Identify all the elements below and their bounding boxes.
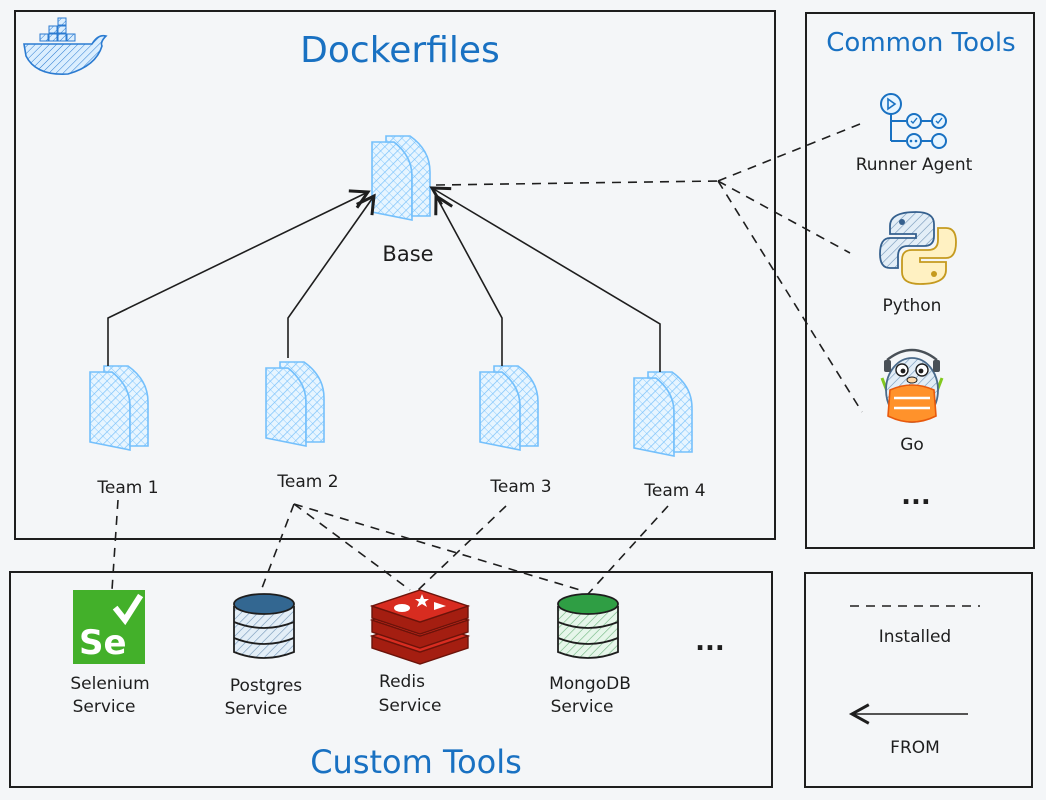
installed-line-team2-postgres xyxy=(261,503,295,589)
from-arrow-team1 xyxy=(107,189,371,366)
common-tools-panel xyxy=(805,12,1035,549)
team1-label: Team 1 xyxy=(96,478,158,498)
legend-panel xyxy=(804,572,1033,788)
from-arrow-team2 xyxy=(287,193,376,358)
dockerfiles-panel xyxy=(14,10,776,540)
custom-tools-more: ... xyxy=(695,627,725,657)
runner-agent-label: Runner Agent xyxy=(856,155,973,175)
go-label: Go xyxy=(900,435,924,455)
installed-line-team4-mongodb xyxy=(587,505,669,595)
mongodb-label-line1: MongoDB xyxy=(549,674,631,694)
installed-line-python xyxy=(717,180,851,254)
installed-line-team2-mongodb xyxy=(293,503,581,591)
runner-agent-icon xyxy=(880,93,947,149)
installed-line-base xyxy=(435,180,719,186)
postgres-label-line1: Postgres xyxy=(230,676,302,696)
go-gopher-icon xyxy=(880,348,944,423)
installed-line-runner xyxy=(717,123,861,182)
installed-line-go xyxy=(717,180,863,413)
custom-tools-panel xyxy=(9,571,773,788)
dockerfiles-title: Dockerfiles xyxy=(300,30,500,71)
team2-dockerfile-icon xyxy=(265,361,325,447)
team2-label: Team 2 xyxy=(276,472,338,492)
redis-label-line2: Service xyxy=(379,696,442,716)
team3-dockerfile-icon xyxy=(479,365,539,451)
installed-line-team3-redis xyxy=(415,505,507,593)
legend-installed-label: Installed xyxy=(879,627,951,647)
team4-label: Team 4 xyxy=(643,481,705,501)
common-tools-title: Common Tools xyxy=(826,28,1015,58)
docker-whale-icon xyxy=(23,17,108,75)
svg-text:Se: Se xyxy=(79,623,127,663)
selenium-label-line2: Service xyxy=(73,697,136,717)
mongodb-db-icon xyxy=(557,593,619,659)
selenium-label-line1: Selenium xyxy=(70,674,149,694)
selenium-icon: Se xyxy=(73,590,145,664)
postgres-label-line2: Service xyxy=(225,699,288,719)
legend-from-label: FROM xyxy=(890,738,940,758)
python-icon xyxy=(879,211,957,285)
from-arrow-team4 xyxy=(429,186,661,372)
redis-icon xyxy=(369,589,471,665)
team3-label: Team 3 xyxy=(489,477,551,497)
installed-line-team2-redis xyxy=(293,503,411,591)
from-arrow-team3 xyxy=(434,193,503,366)
team4-dockerfile-icon xyxy=(633,371,693,457)
redis-label-line1: Redis xyxy=(379,672,425,692)
mongodb-label-line2: Service xyxy=(551,697,614,717)
common-tools-more: ... xyxy=(901,481,931,511)
team1-dockerfile-icon xyxy=(89,365,149,451)
custom-tools-title: Custom Tools xyxy=(310,743,522,781)
installed-line-team1-selenium xyxy=(111,499,119,591)
postgres-db-icon xyxy=(233,593,295,659)
base-dockerfile-icon xyxy=(371,135,431,221)
python-label: Python xyxy=(883,296,942,316)
base-label: Base xyxy=(382,242,433,266)
